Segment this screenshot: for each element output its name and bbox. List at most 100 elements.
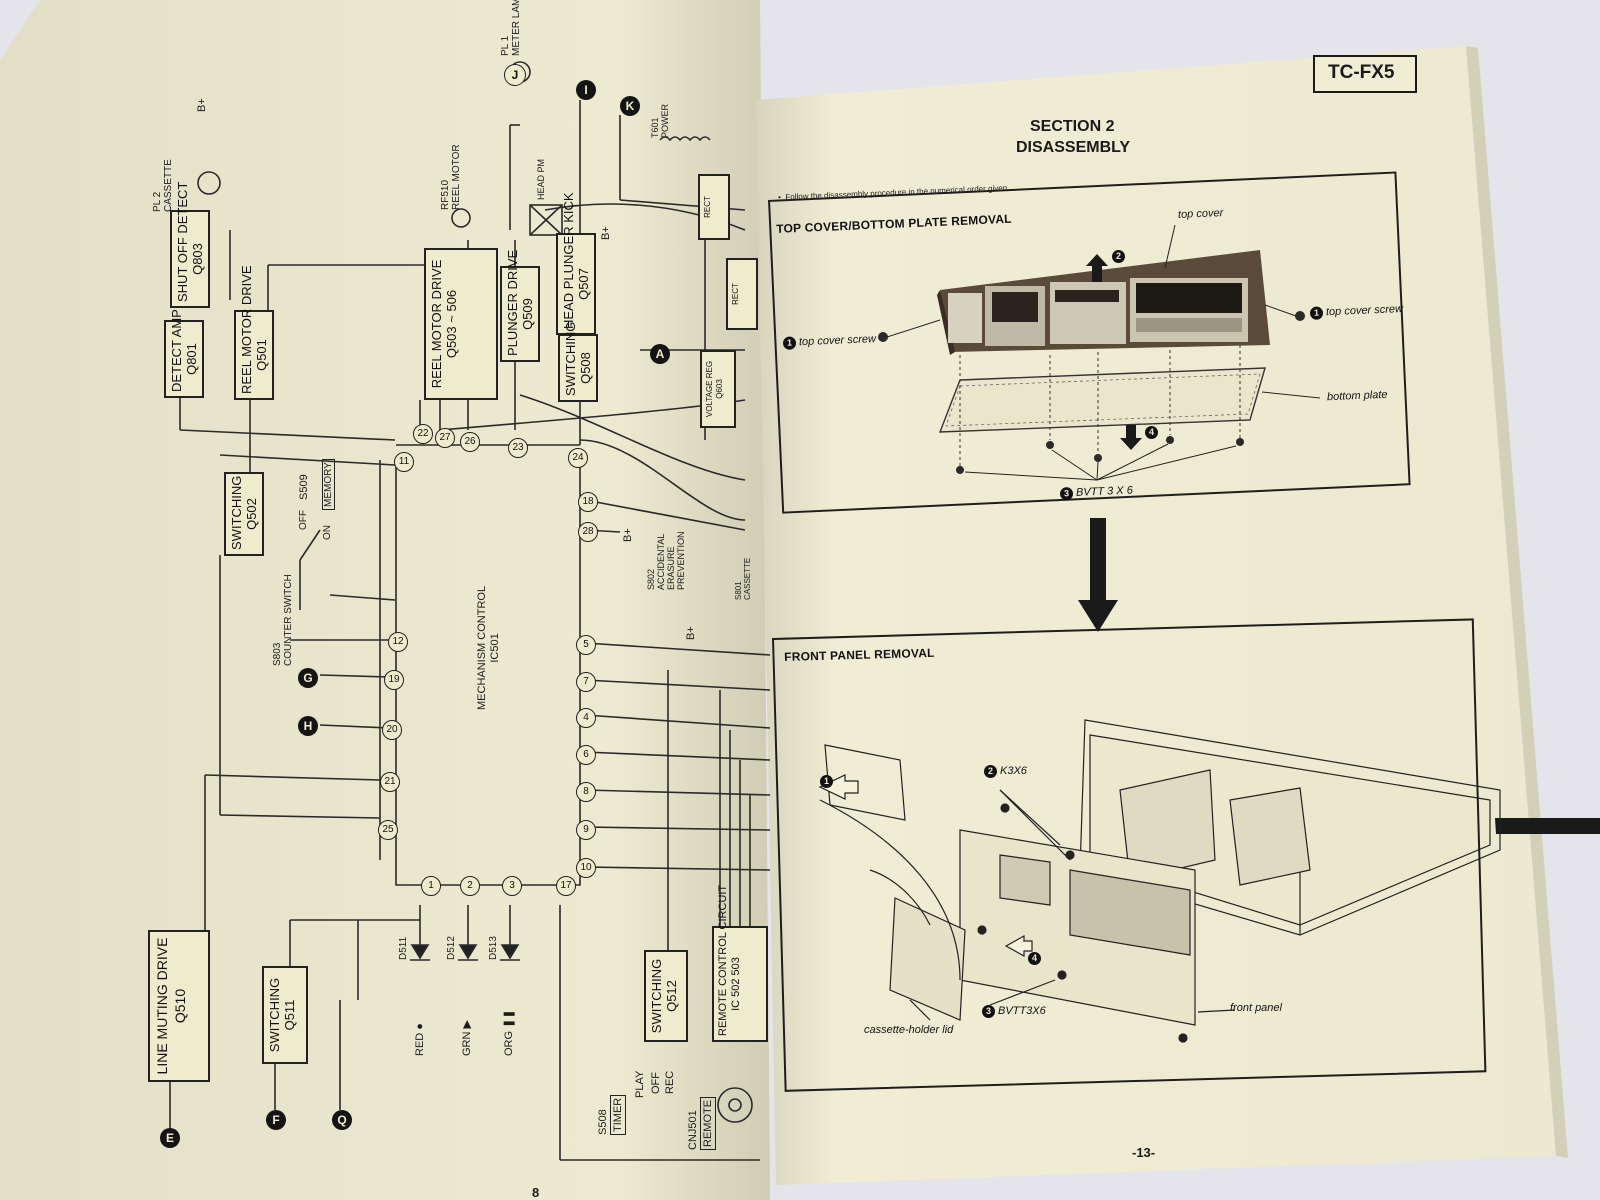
step-1-icon: 1 [782, 336, 797, 350]
head-plunger-block: HEAD PLUNGER KICK Q507 [556, 192, 596, 335]
rect-2-label: RECT [731, 283, 740, 305]
connector-marker: H [298, 716, 318, 736]
detect-amp-label: DETECT AMP [169, 309, 184, 392]
remote-control-block: REMOTE CONTROL CIRCUIT IC 502 503 [712, 884, 768, 1042]
bvtt-label: BVTT 3 X 6 [1075, 484, 1134, 499]
timer-text: TIMER [610, 1094, 626, 1135]
grn-text: GRN [461, 1031, 473, 1056]
switching-512-label: SWITCHING [649, 958, 664, 1034]
connector-marker: I [576, 80, 596, 100]
screw-left-label: top cover screw [798, 333, 877, 349]
pin-node: 28 [578, 522, 598, 542]
reel-motor-drive-1-label: REEL MOTOR DRIVE [239, 265, 254, 394]
pin-node: 1 [421, 876, 441, 896]
circle-icon: ● [414, 1023, 426, 1030]
off-label: OFF [298, 510, 309, 530]
front-panel-callout: front panel [1230, 1002, 1282, 1014]
off2-label: OFF [650, 1072, 662, 1094]
switching-512-q: Q512 [664, 980, 679, 1012]
connector-marker: G [298, 668, 318, 688]
remote-control-ic: IC 502 503 [730, 957, 742, 1011]
bplus-top-label: B+ [196, 98, 208, 112]
d511-label: D511 [398, 936, 409, 960]
step-4-badge: 4 [1145, 426, 1158, 439]
play-label: PLAY [634, 1070, 646, 1098]
pin-node: 3 [502, 876, 522, 896]
switching-502-q: Q502 [244, 498, 259, 530]
t601-name: POWER [660, 103, 670, 138]
front-panel-illustration [818, 719, 1501, 1043]
d513-label: D513 [488, 936, 499, 960]
t601-label: T601 POWER [650, 104, 670, 138]
pl2-label: PL 2 CASSETTE [152, 159, 174, 212]
pl1-id: PL 1 [500, 35, 511, 56]
step-4-front-badge: 4 [1028, 952, 1041, 965]
plunger-drive-label: PLUNGER DRIVE [505, 249, 520, 356]
switching-q511-block: SWITCHING Q511 [262, 966, 308, 1064]
step-1b-icon: 1 [1309, 306, 1324, 320]
s508-id: S508 [597, 1109, 609, 1135]
shut-off-detect-q: Q803 [190, 243, 205, 275]
section-title: DISASSEMBLY [1016, 139, 1131, 156]
remote-text: REMOTE [700, 1096, 716, 1150]
play-triangle-icon: ▶ [461, 1020, 473, 1029]
pin-node: 6 [576, 745, 596, 765]
cnj501-label: CNJ501 REMOTE [686, 1096, 716, 1150]
voltage-reg-block: VOLTAGE REG Q603 [700, 350, 736, 428]
detect-amp-block: DETECT AMP Q801 [164, 309, 204, 398]
pin-node: 4 [576, 708, 596, 728]
voltage-reg-q: Q603 [715, 379, 724, 399]
shut-off-detect-block: SHUT OFF DETECT Q803 [170, 182, 210, 308]
line-muting-q: Q510 [172, 988, 188, 1024]
s802-desc: ACCIDENTAL ERASURE PREVENTION [656, 531, 686, 590]
bottom-plate-callout: bottom plate [1326, 388, 1388, 404]
pin-node: 19 [384, 670, 404, 690]
pl2-name: CASSETTE [163, 159, 174, 212]
pin-node: 7 [576, 672, 596, 692]
reel-motor-drive-2-q: Q503 ~ 506 [444, 289, 459, 359]
pin-node: 9 [576, 820, 596, 840]
pin-node: 11 [394, 452, 414, 472]
pin-node: 25 [378, 820, 398, 840]
switching-q502-block: SWITCHING Q502 [224, 472, 264, 556]
pin-node: 10 [576, 858, 596, 878]
mechanism-control-label: MECHANISM CONTROL IC501 [476, 586, 502, 710]
rect-block-2: RECT [726, 258, 758, 330]
step-3b-icon: 3 [982, 1005, 995, 1018]
connector-marker: Q [332, 1110, 352, 1130]
rf510-name: REEL MOTOR [451, 144, 462, 210]
model-tab-label: TC-FX5 [1328, 62, 1395, 83]
step-2-icon: 2 [984, 765, 997, 778]
bplus-ic-label: B+ [622, 528, 634, 542]
step-3-icon: 3 [1059, 486, 1074, 501]
rf510-label: RF510 REEL MOTOR [440, 144, 462, 210]
pin-node: 5 [576, 635, 596, 655]
head-pm-label: HEAD PM [536, 159, 546, 200]
pause-icon: ❚❚ [503, 1009, 515, 1028]
grn-label: GRN ▶ [460, 1020, 473, 1056]
cnj501-id: CNJ501 [687, 1110, 699, 1150]
connector-marker: K [620, 96, 640, 116]
remote-control-label: REMOTE CONTROL CIRCUIT [717, 884, 729, 1036]
pin-node: 20 [382, 720, 402, 740]
reel-motor-drive-q501-block: REEL MOTOR DRIVE Q501 [234, 265, 274, 400]
bplus-s802-label: B+ [685, 626, 697, 640]
s801-id: S801 [734, 581, 743, 600]
switching-511-q: Q511 [282, 999, 297, 1031]
s802-label: S802 ACCIDENTAL ERASURE PREVENTION [646, 526, 686, 590]
pin-node: 21 [380, 772, 400, 792]
connector-marker: E [160, 1128, 180, 1148]
cassette-deck-illustration [878, 224, 1321, 481]
pin-node: 12 [388, 632, 408, 652]
section-label: SECTION 2 [1030, 118, 1115, 135]
rect-1-label: RECT [703, 196, 712, 218]
pl1-name: METER LAMP [511, 0, 522, 56]
reel-motor-drive-1-q: Q501 [254, 339, 269, 371]
down-arrow-icon [1078, 518, 1118, 632]
org-text: ORG [503, 1030, 515, 1056]
detect-amp-q: Q801 [184, 343, 199, 375]
head-plunger-q: Q507 [576, 268, 591, 300]
